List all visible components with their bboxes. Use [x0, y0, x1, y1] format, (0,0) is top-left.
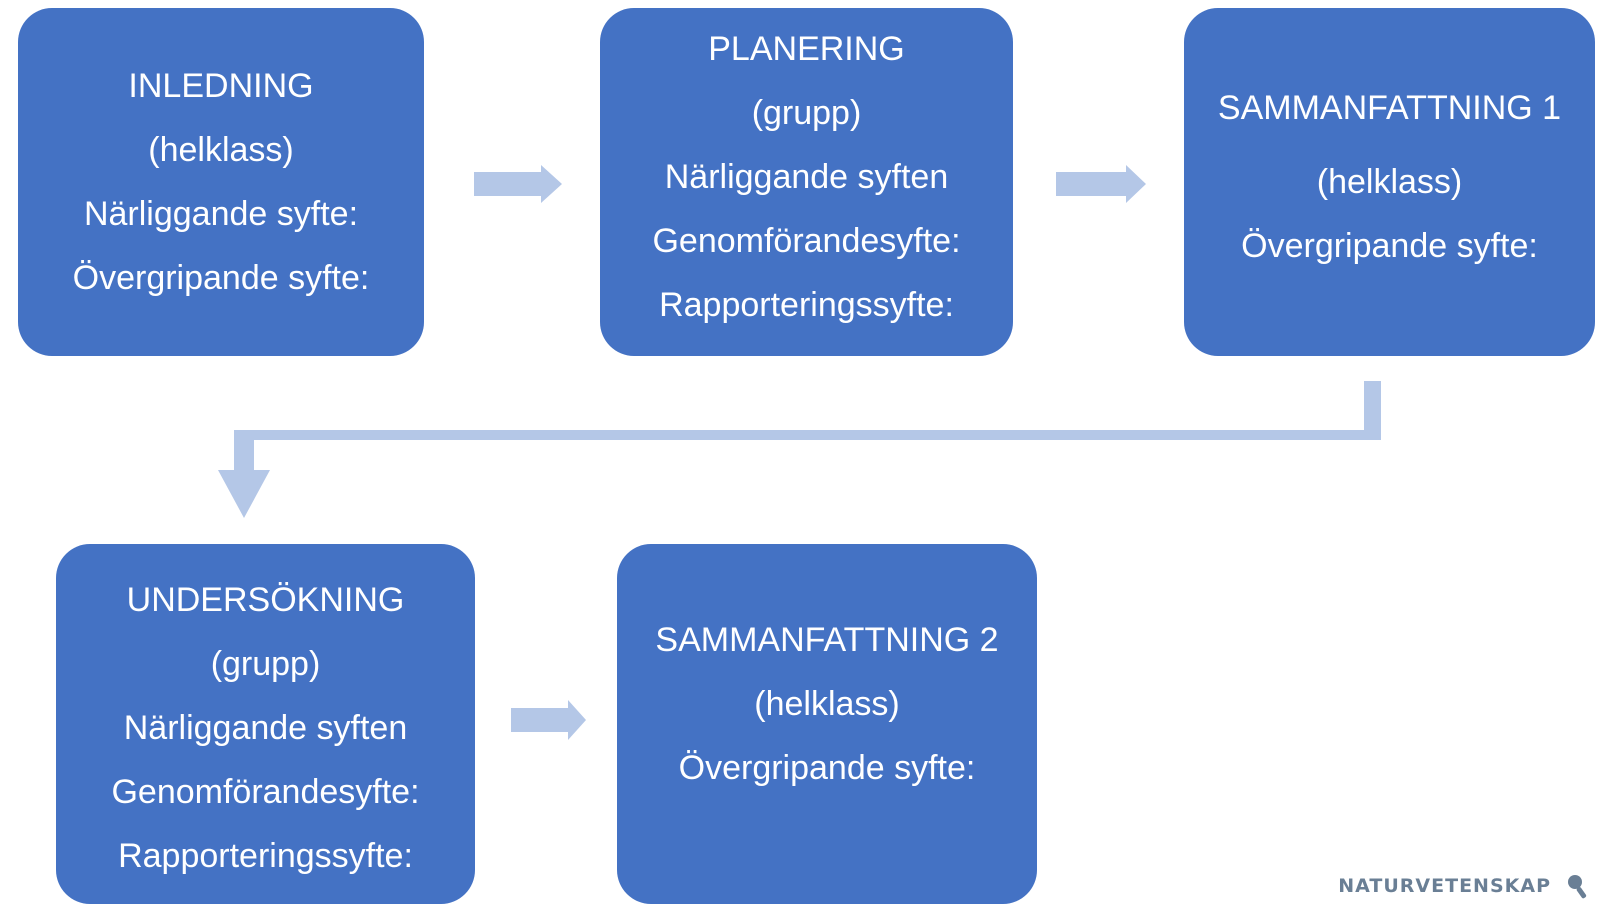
step-purpose-execution: Genomförandesyfte: [652, 222, 961, 260]
step-title: INLEDNING [128, 67, 314, 105]
step-box-undersokning: UNDERSÖKNING (grupp) Närliggande syften … [56, 544, 475, 904]
step-group-type: (helklass) [1316, 163, 1463, 201]
step-box-planering: PLANERING (grupp) Närliggande syften Gen… [600, 8, 1013, 356]
arrow-inledning-to-planering [474, 165, 562, 203]
step-box-inledning: INLEDNING (helklass) Närliggande syfte: … [18, 8, 424, 356]
step-box-sammanfattning-1: SAMMANFATTNING 1 (helklass) Övergripande… [1184, 8, 1595, 356]
step-group-type: (helklass) [148, 131, 294, 169]
step-purpose-reporting: Rapporteringssyfte: [118, 837, 413, 875]
step-group-type: (helklass) [754, 685, 900, 723]
brand-logo: NATURVETENSKAP [1338, 871, 1591, 901]
step-title: UNDERSÖKNING [126, 581, 405, 619]
arrow-planering-to-sammanfattning-1 [1056, 165, 1146, 203]
step-purpose-reporting: Rapporteringssyfte: [659, 286, 954, 324]
step-group-type: (grupp) [210, 645, 321, 683]
step-purpose-execution: Genomförandesyfte: [111, 773, 420, 811]
arrow-undersokning-to-sammanfattning-2 [511, 700, 586, 740]
logo-text: NATURVETENSKAP [1338, 875, 1551, 897]
step-purpose-near: Närliggande syften [664, 158, 949, 196]
step-purpose-overall: Övergripande syfte: [1241, 227, 1538, 265]
step-purpose-near: Närliggande syften [123, 709, 408, 747]
step-purpose-overall: Övergripande syfte: [678, 749, 976, 787]
magnifier-person-icon [1568, 875, 1587, 899]
step-box-sammanfattning-2: SAMMANFATTNING 2 (helklass) Övergripande… [617, 544, 1037, 904]
arrow-sammanfattning-1-to-undersokning [218, 381, 1381, 518]
step-title: SAMMANFATTNING 2 [655, 621, 999, 659]
step-group-type: (grupp) [751, 94, 862, 132]
step-purpose-overall: Övergripande syfte: [72, 259, 370, 297]
step-title: SAMMANFATTNING 1 [1217, 89, 1562, 127]
step-title: PLANERING [708, 30, 905, 68]
step-purpose-near: Närliggande syfte: [83, 195, 359, 233]
